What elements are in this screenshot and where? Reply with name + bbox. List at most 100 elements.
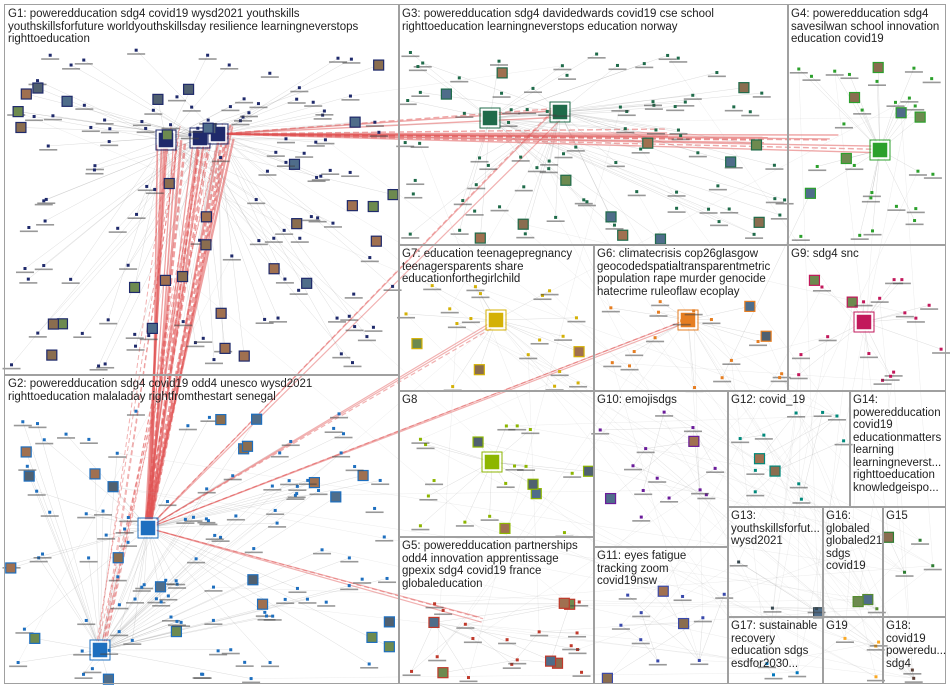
edge <box>523 224 905 314</box>
node-caption-mark <box>492 96 511 98</box>
node-dot <box>860 108 864 112</box>
node-dot <box>797 482 801 486</box>
node-dot <box>84 618 88 622</box>
node-dot <box>179 620 183 624</box>
node-dot <box>51 114 55 118</box>
edge <box>376 241 819 613</box>
edge <box>849 74 881 151</box>
node-dot <box>293 493 297 497</box>
node-caption-mark <box>459 680 478 683</box>
node-dot <box>653 336 657 340</box>
node-avatar <box>349 116 361 128</box>
edge <box>600 429 773 609</box>
edge <box>774 470 914 679</box>
node-dot <box>574 145 578 149</box>
edge <box>99 576 119 651</box>
edge <box>559 92 762 113</box>
node-dot <box>271 614 275 618</box>
edge <box>99 510 276 651</box>
node-avatar <box>895 107 907 119</box>
edge <box>147 475 364 529</box>
node-dot <box>219 156 223 160</box>
node-avatar <box>32 82 44 94</box>
node-caption-mark <box>606 165 625 168</box>
node-dot <box>82 103 86 107</box>
node-avatar <box>517 218 529 230</box>
node-dot <box>80 331 84 335</box>
node-dot <box>797 67 801 71</box>
edge <box>99 480 290 651</box>
edge <box>495 319 564 337</box>
node-dot <box>206 53 210 57</box>
node-caption-mark <box>79 442 98 444</box>
node-caption-mark <box>340 560 359 563</box>
edge <box>99 579 254 651</box>
node-caption-mark <box>341 175 360 178</box>
node-avatar <box>29 632 41 644</box>
node-caption-mark <box>562 648 581 651</box>
group-box-g9: G9: sdg4 snc <box>787 244 946 392</box>
edge <box>182 133 219 322</box>
node-dot <box>580 670 584 674</box>
node-dot <box>615 63 619 67</box>
node-caption-mark <box>287 102 306 104</box>
node-avatar <box>89 468 101 480</box>
node-caption-mark <box>211 160 230 163</box>
edge <box>465 624 512 665</box>
edge <box>134 527 149 600</box>
node-dot <box>274 150 278 154</box>
edge <box>687 319 701 490</box>
edge <box>772 607 846 639</box>
edge <box>699 660 767 664</box>
node-caption-mark <box>290 241 309 243</box>
edge <box>217 133 338 319</box>
node-caption-mark <box>693 620 712 623</box>
node-dot <box>231 474 235 478</box>
node-dot <box>654 128 658 132</box>
node-dot <box>738 437 742 441</box>
node-caption-mark <box>364 330 383 332</box>
edge <box>663 411 694 428</box>
group-label-g7: G7: education teenagepregnancy teenagers… <box>402 248 576 285</box>
node-dot <box>151 108 155 112</box>
edge <box>147 433 344 529</box>
edge <box>425 444 877 677</box>
edge <box>217 133 370 258</box>
edge <box>663 286 823 592</box>
node-dot <box>416 65 420 69</box>
node-caption-mark <box>290 90 309 93</box>
edge <box>612 362 883 381</box>
group-box-g13: G13: youthskillsforfut... wysd2021 <box>727 506 824 618</box>
edge <box>687 319 759 342</box>
group-label-g14: G14: poweredducation covid19 educationma… <box>853 394 945 494</box>
node-avatar <box>46 349 58 361</box>
node-dot <box>117 603 121 607</box>
node-caption-mark <box>572 675 591 677</box>
edge <box>262 604 914 679</box>
node-dot <box>316 216 320 220</box>
node-caption-mark <box>835 641 854 643</box>
node-dot <box>698 488 702 492</box>
node-caption-mark <box>683 98 702 100</box>
node-dot <box>247 111 251 115</box>
node-dot <box>892 370 896 374</box>
node-avatar <box>176 270 189 283</box>
node-caption-mark <box>853 113 872 115</box>
edge <box>217 133 305 154</box>
edge <box>132 527 149 641</box>
node-caption-mark <box>119 268 138 270</box>
edge <box>70 139 167 280</box>
node-dot <box>350 361 354 365</box>
node-caption-mark <box>566 150 585 152</box>
edge <box>640 612 659 661</box>
node-caption-mark <box>554 339 573 341</box>
edge <box>600 429 889 538</box>
node-avatar <box>219 342 231 354</box>
edge <box>798 68 881 151</box>
node-caption-mark <box>471 296 490 299</box>
edge <box>199 133 219 241</box>
node-avatar <box>15 121 27 134</box>
node-caption-mark <box>752 96 771 98</box>
node-caption-mark <box>73 654 92 656</box>
node-caption-mark <box>275 233 294 235</box>
